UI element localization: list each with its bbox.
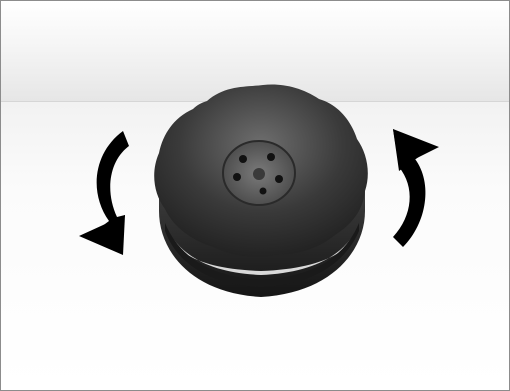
counterclockwise-arrow-icon (79, 131, 129, 255)
clockwise-arrow-icon (393, 129, 439, 247)
vent-hole (239, 155, 247, 163)
vent-hole (260, 188, 267, 195)
vent-hole (233, 173, 241, 181)
vent-hole (267, 153, 275, 161)
vent-hole (275, 175, 283, 183)
cap-knob-icon (154, 85, 368, 297)
